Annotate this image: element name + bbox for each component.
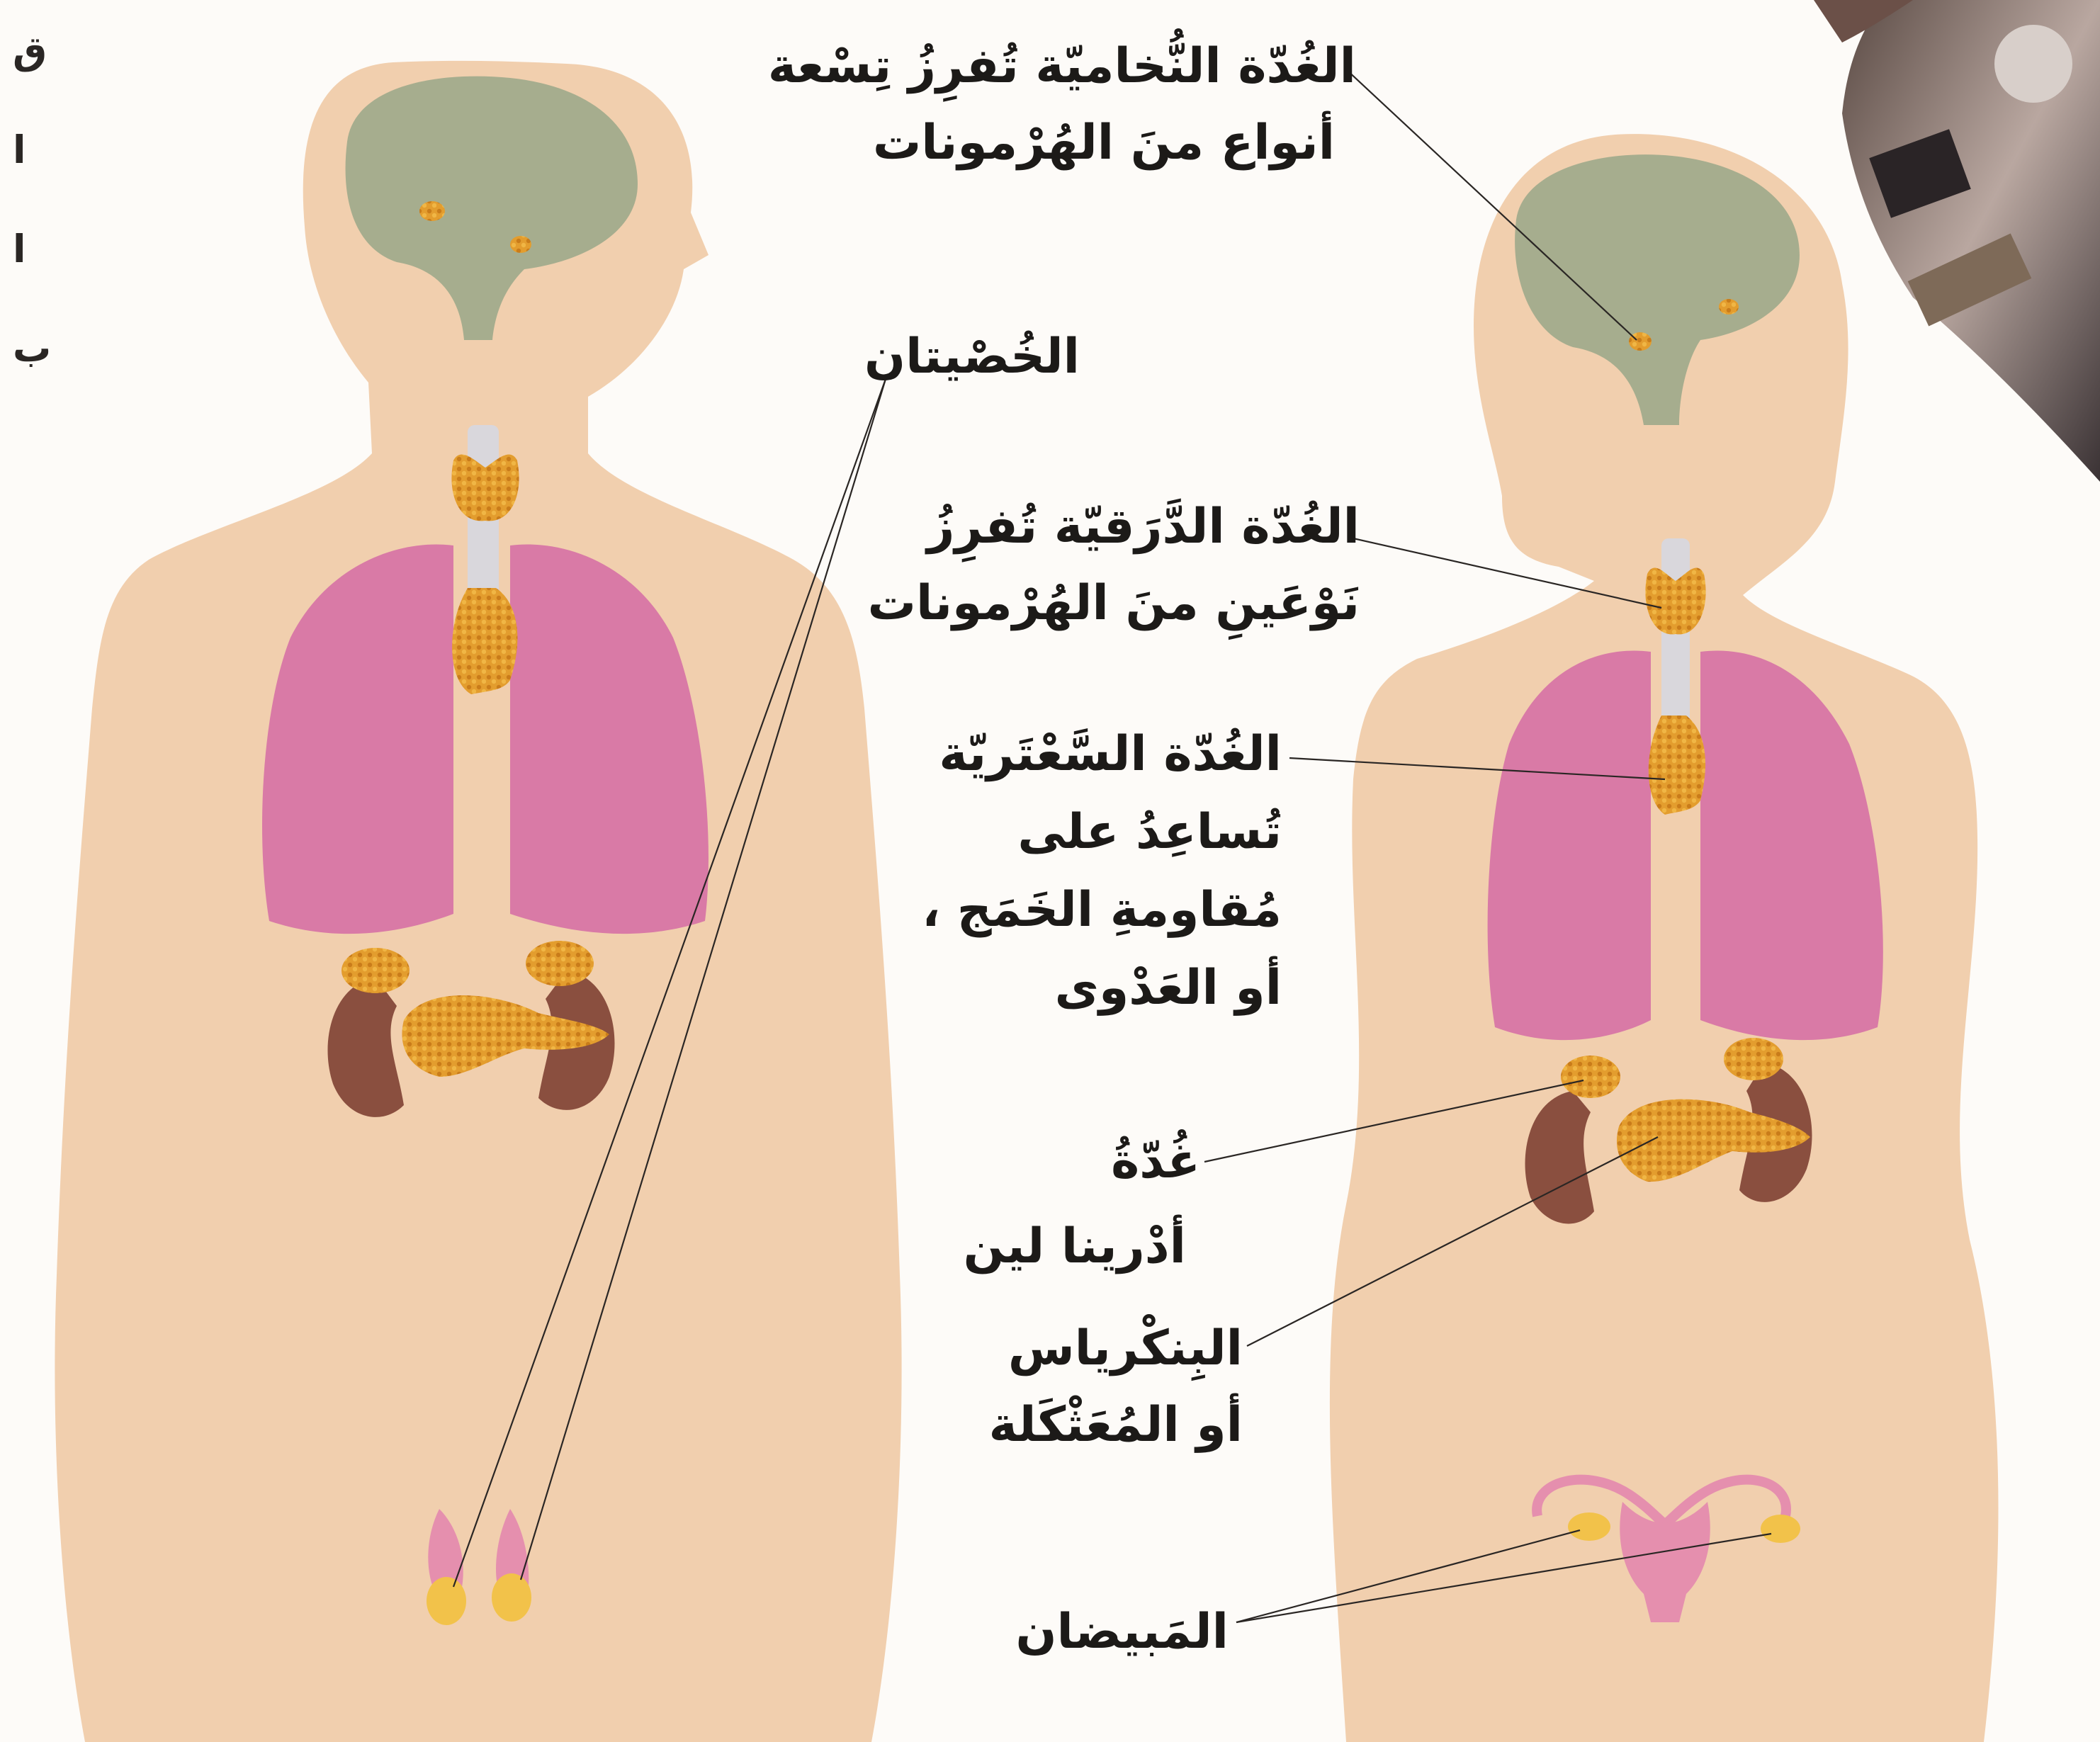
label-pituitary-line2: أنواع منَ الهُرْمونات [768,105,1335,181]
label-adrenal-line1: غُدّةُ [964,1119,1200,1204]
edge-letter-2: ا [13,128,26,172]
corner-photo [1814,0,2100,482]
female-adrenal-left [1561,1056,1620,1098]
label-thymus-line4: أو العَدْوى [922,949,1282,1027]
label-thyroid-line1: الغُدّة الدَّرَقيّة تُفرِزُ [868,489,1360,565]
label-pancreas-line2: أو المُعَثْكَلة [989,1387,1243,1464]
label-thymus: الغُدّة السَّعْتَريّة تُساعِدُ على مُقاو… [922,716,1282,1027]
label-ovaries-line1: المَبيضان [1015,1594,1229,1670]
female-pineal [1719,299,1739,315]
female-thymus [1649,716,1705,815]
edge-letter-1: ق [13,28,47,73]
label-pancreas: البِنكْرياس أو المُعَثْكَلة [989,1311,1243,1464]
male-pineal [510,236,531,253]
male-figure [55,61,901,1742]
label-pituitary-line1: الغُدّة النُّخاميّة تُفرِزُ تِسْعة [768,28,1356,105]
label-thymus-line1: الغُدّة السَّعْتَريّة [922,716,1282,793]
male-thymus [452,588,517,694]
label-testes: الخُصْيتان [864,319,1080,395]
label-thyroid-line2: نَوْعَينِ منَ الهُرْمونات [868,565,1360,642]
label-adrenal-line2: أدْرينا لين [964,1204,1186,1289]
label-thyroid: الغُدّة الدَّرَقيّة تُفرِزُ نَوْعَينِ من… [868,489,1360,642]
female-adrenal-right [1724,1038,1783,1080]
label-adrenal: غُدّةُ أدْرينا لين [964,1119,1200,1289]
label-testes-line1: الخُصْيتان [864,319,1080,395]
edge-letter-4: ب [13,326,51,371]
edge-letter-3: ا [13,227,26,271]
male-adrenal-right [526,941,594,986]
male-testis-gland-right [492,1573,531,1622]
label-thymus-line2: تُساعِدُ على [922,793,1282,871]
male-testis-gland-left [427,1577,466,1625]
label-pancreas-line1: البِنكْرياس [989,1311,1243,1387]
male-adrenal-left [341,948,410,993]
label-thymus-line3: مُقاومةِ الخَمَج ، [922,871,1282,949]
label-ovaries: المَبيضان [1015,1594,1229,1670]
female-ovary-right [1761,1515,1800,1543]
female-ovary-left [1568,1512,1610,1541]
female-figure [1330,134,1999,1742]
male-pituitary [419,201,445,221]
label-pituitary: الغُدّة النُّخاميّة تُفرِزُ تِسْعة أنواع… [768,28,1356,181]
